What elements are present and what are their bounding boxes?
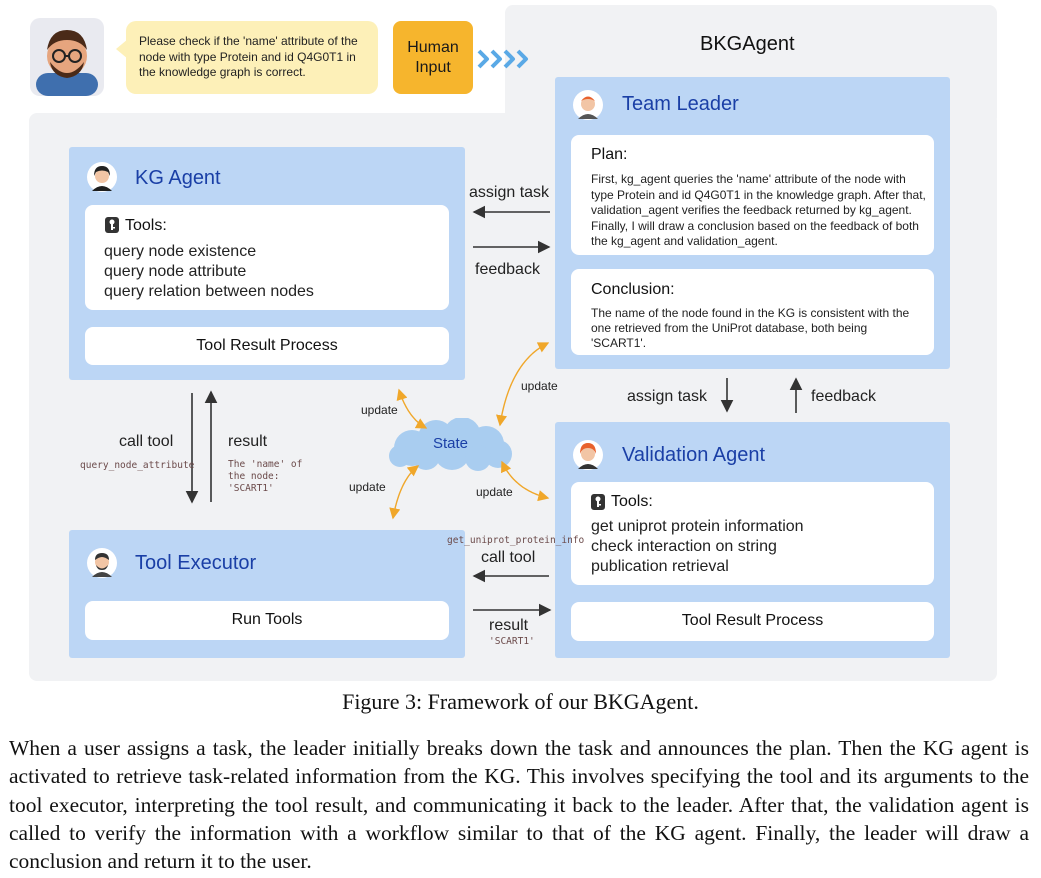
run-tools-label: Run Tools [231, 611, 303, 628]
human-message-text: Please check if the 'name' attribute of … [139, 34, 358, 79]
run-tools-card: Run Tools [85, 601, 449, 640]
call-tool-label-left: call tool [119, 433, 174, 450]
validation-tools-header: Tools: [611, 493, 653, 510]
body-paragraph: When a user assigns a task, the leader i… [9, 736, 1029, 874]
plan-card: Plan: First, kg_agent queries the 'name'… [571, 135, 934, 255]
validation-agent-title: Validation Agent [622, 444, 766, 466]
chevron-right-icon [477, 49, 528, 69]
validation-tools-card: Tools: get uniprot protein information c… [571, 482, 934, 585]
plan-text: First, kg_agent queries the 'name' attri… [591, 172, 926, 248]
validation-tool-result-process-label: Tool Result Process [681, 612, 824, 629]
kg-agent-box: KG Agent Tools: query node existence que… [69, 147, 465, 380]
conclusion-card: Conclusion: The name of the node found i… [571, 269, 934, 355]
kg-agent-title: KG Agent [135, 167, 221, 189]
human-input-box: Human Input [393, 21, 473, 94]
agent-avatar-icon [573, 90, 603, 120]
agent-avatar-icon [87, 162, 117, 192]
update-label: update [349, 480, 386, 494]
bubble-tail-icon [116, 39, 128, 59]
team-leader-box: Team Leader Plan: First, kg_agent querie… [555, 77, 950, 369]
assign-task-label-right: assign task [627, 388, 708, 405]
kg-tools-card: Tools: query node existence query node a… [85, 205, 449, 310]
call-tool-label-right: call tool [481, 549, 536, 566]
tool-item: check interaction on string [591, 538, 777, 555]
call-tool-arg-left: query_node_attribute [80, 460, 195, 471]
update-label: update [521, 379, 558, 393]
kg-tools-list: query node existence query node attribut… [104, 242, 314, 302]
result-label-left: result [228, 433, 268, 450]
team-leader-title: Team Leader [622, 93, 739, 115]
update-label: update [361, 403, 398, 417]
update-label: update [476, 485, 513, 499]
result-value-left: The 'name' of the node: 'SCART1' [228, 459, 303, 494]
key-icon [105, 217, 119, 233]
user-avatar-icon [30, 18, 104, 96]
validation-agent-box: Validation Agent Tools: get uniprot prot… [555, 422, 950, 658]
feedback-label-right: feedback [811, 388, 876, 405]
tool-item: query node attribute [104, 263, 247, 280]
result-label-right: result [489, 617, 529, 634]
agent-avatar-icon [87, 548, 117, 578]
validation-tool-result-process: Tool Result Process [571, 602, 934, 641]
system-title: BKGAgent [700, 33, 795, 55]
state-label: State [433, 435, 469, 452]
assign-task-label-top: assign task [469, 184, 550, 201]
result-value-right: 'SCART1' [489, 636, 535, 647]
tool-item: publication retrieval [591, 558, 729, 575]
human-input-label: Human Input [407, 39, 459, 76]
call-tool-arg-right: get_uniprot_protein_info [447, 535, 585, 546]
conclusion-header: Conclusion: [591, 281, 675, 298]
tool-item: query relation between nodes [104, 283, 314, 300]
validation-tools-list: get uniprot protein information check in… [591, 517, 804, 577]
conclusion-text: The name of the node found in the KG is … [591, 306, 910, 350]
agent-avatar-icon [573, 440, 603, 470]
kg-tool-result-process: Tool Result Process [85, 327, 449, 365]
kg-tools-header: Tools: [125, 217, 167, 234]
tool-item: get uniprot protein information [591, 518, 804, 535]
kg-tool-result-process-label: Tool Result Process [196, 337, 338, 354]
feedback-label-top: feedback [475, 261, 540, 278]
edges-layer [185, 205, 803, 617]
human-message-bubble: Please check if the 'name' attribute of … [116, 21, 378, 94]
plan-header: Plan: [591, 146, 628, 163]
tool-executor-box: Tool Executor Run Tools [69, 530, 465, 658]
key-icon [591, 494, 605, 510]
cloud-icon [389, 418, 512, 471]
tool-executor-title: Tool Executor [135, 552, 257, 574]
figure-caption: Figure 3: Framework of our BKGAgent. [342, 689, 699, 714]
tool-item: query node existence [104, 243, 257, 260]
